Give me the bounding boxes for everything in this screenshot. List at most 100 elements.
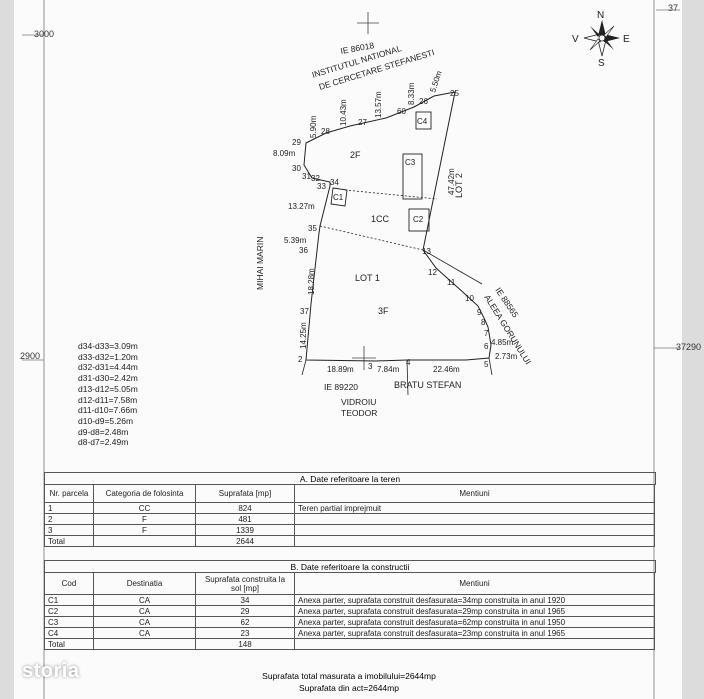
table-row: C4 CA 23 Anexa parter, suprafata constru… (44, 627, 655, 639)
division-line-1cc-3f (319, 225, 424, 251)
land-header-parcel: Nr. parcela (44, 484, 94, 503)
length-2-3: 18.89m (327, 365, 354, 374)
buildings-cell (294, 638, 655, 650)
land-cell: CC (93, 502, 196, 514)
division-line-2f-1cc (344, 189, 438, 200)
buildings-cell: C1 (44, 594, 94, 606)
buildings-cell: CA (93, 605, 196, 617)
buildings-cell: Anexa parter, suprafata construit desfas… (294, 594, 655, 606)
land-cell: 481 (195, 513, 295, 525)
length-29-30: 8.09m (273, 149, 296, 158)
point-29: 29 (292, 138, 301, 147)
length-27-60: 13.57m (374, 91, 383, 118)
building-c2 (408, 208, 430, 232)
buildings-table: Cod Destinatia Suprafata construita la s… (44, 572, 655, 650)
buildings-header-notes: Mentiuni (294, 572, 655, 595)
buildings-cell: 34 (195, 594, 295, 606)
point-60: 60 (397, 107, 406, 116)
building-label-c2: C2 (413, 215, 424, 224)
point-33: 33 (317, 182, 326, 191)
land-cell: 2 (44, 513, 94, 525)
neighbor-line-south (406, 359, 409, 396)
buildings-cell: CA (93, 594, 196, 606)
buildings-total-value: 148 (195, 638, 295, 650)
distance-item: d32-d31=4.44m (78, 362, 138, 373)
land-header-notes: Mentiuni (294, 484, 655, 503)
lot-label-2: LOT 2 (454, 173, 464, 198)
zone-label-3f: 3F (378, 306, 389, 316)
building-c1 (330, 187, 348, 207)
length-25-13: 47.42m (447, 168, 456, 195)
point-34: 34 (330, 178, 339, 187)
grid-label-top-right: 37 (668, 3, 679, 13)
parcel-boundary (303, 91, 492, 362)
length-5-6: 2.73m (495, 352, 518, 361)
table-total-row: Total 2644 (44, 535, 655, 547)
neighbor-south-west-line2: TEODOR (341, 408, 377, 418)
distance-item: d11-d10=7.66m (78, 405, 138, 416)
distance-item: d12-d11=7.58m (78, 394, 138, 405)
point-12: 12 (428, 268, 437, 277)
buildings-header-area: Suprafata construita la sol [mp] (195, 572, 295, 595)
distance-item: d34-d33=3.09m (78, 341, 138, 351)
zone-label-1cc: 1CC (371, 214, 390, 224)
table-row: C1 CA 34 Anexa parter, suprafata constru… (44, 594, 655, 606)
distance-item: d13-d12=5.05m (78, 383, 138, 394)
point-5: 5 (484, 360, 489, 369)
distance-item: d9-d8=2.48m (78, 426, 129, 437)
point-36: 36 (299, 246, 308, 255)
neighbor-west: MIHAI MARIN (255, 237, 265, 290)
length-6-7: 4.85m (491, 338, 514, 347)
building-c4 (415, 111, 432, 130)
length-36-37: 18.28m (307, 268, 316, 295)
distance-item: d10-d9=5.26m (78, 415, 134, 426)
grid-cross-top (357, 12, 379, 34)
compass-south-label: S (598, 58, 605, 69)
neighbor-south-id: IE 89220 (324, 382, 358, 392)
point-2: 2 (298, 355, 303, 364)
distance-list: d34-d33=3.09m d33-d32=1.20m d32-d31=4.44… (78, 341, 138, 448)
land-cell (294, 524, 655, 536)
land-cell: Teren partial imprejmuit (294, 502, 655, 514)
table-a-title: A. Date referitoare la teren (44, 472, 656, 485)
land-cell (294, 513, 655, 525)
buildings-header-use: Destinatia (93, 572, 196, 595)
distance-item: d8-d7=2.49m (78, 437, 129, 448)
compass-east-label: E (623, 34, 630, 45)
building-label-c3: C3 (405, 158, 416, 167)
land-cell: F (93, 513, 196, 525)
table-row: C2 CA 29 Anexa parter, suprafata constru… (44, 605, 655, 617)
buildings-cell: CA (93, 616, 196, 628)
length-28-27: 10.43m (339, 99, 348, 126)
length-60-26: 8.33m (407, 82, 416, 105)
point-13: 13 (422, 247, 431, 256)
segment-lengths: 8.09m 5.90m 10.43m 13.57m 8.33m 5.50m 47… (273, 69, 518, 374)
buildings-cell: C4 (44, 627, 94, 639)
point-37: 37 (300, 307, 309, 316)
neighbor-south-west-line1: VIDROIU (341, 397, 376, 407)
point-8: 8 (481, 318, 486, 327)
table-row: 2 F 481 (44, 513, 655, 525)
buildings-cell: Anexa parter, suprafata construit desfas… (294, 616, 655, 628)
point-28: 28 (321, 127, 330, 136)
point-7: 7 (484, 329, 489, 338)
land-cell (93, 535, 196, 547)
point-25: 25 (450, 89, 459, 98)
point-35: 35 (308, 224, 317, 233)
buildings-cell: Anexa parter, suprafata construit desfas… (294, 627, 655, 639)
building-label-c4: C4 (417, 117, 428, 126)
grid-label-left: 2900 (20, 351, 41, 361)
table-row: C3 CA 62 Anexa parter, suprafata constru… (44, 616, 655, 628)
land-header-area: Suprafata [mp] (195, 484, 295, 503)
buildings-cell: C3 (44, 616, 94, 628)
land-header-category: Categoria de folosinta (93, 484, 196, 503)
buildings-cell: 23 (195, 627, 295, 639)
footer-area-deed: Suprafata din act=2644mp (299, 683, 399, 693)
buildings-total-label: Total (44, 638, 94, 650)
land-cell: 3 (44, 524, 94, 536)
neighbor-line-south-east (488, 357, 493, 376)
grid-cross-bottom (352, 346, 376, 370)
compass-north-label: N (597, 10, 604, 21)
point-32: 32 (311, 174, 320, 183)
point-4: 4 (406, 358, 411, 367)
